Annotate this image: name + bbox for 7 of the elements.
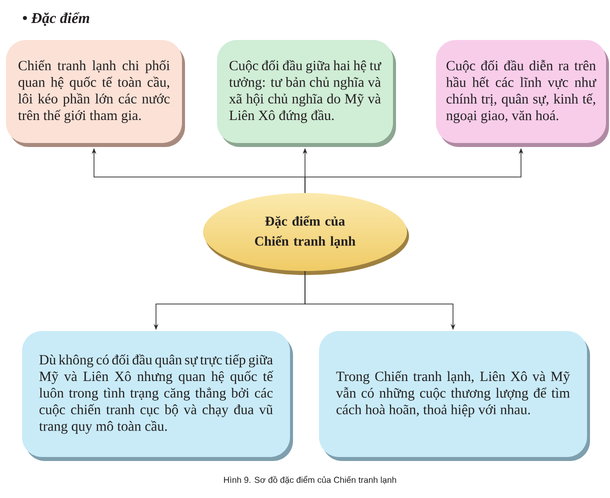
heading: • Đặc điểm [22, 12, 90, 26]
rounded-box: Trong Chiến tranh lạnh, Liên Xô và Mỹ vẫn có những cuộc thương lượng để tìm cách hoà hoãn, thoả hiệp với nhau. [319, 331, 590, 461]
rounded-box: Cuộc đối đầu diễn ra trên hầu hết các lĩnh vực như chính trị, quân sự, kinh tế, ngoại giao, văn hoá. [436, 40, 609, 147]
rounded-box: Dù không có đối đầu quân sự trực tiếp giữa Mỹ và Liên Xô nhưng quan hệ quốc tế luôn trong tình trạng căng thẳng bởi các cuộc chiến tranh cục bộ và chạy đua vũ trang quy mô toàn cầu. [22, 331, 293, 461]
caption: Hình 9. Sơ đồ đặc điểm của Chiến tranh lạnh [224, 476, 396, 484]
rounded-box: Chiến tranh lạnh chi phối quan hệ quốc tế toàn cầu, lôi kéo phần lớn các nước trên thế giới tham gia. [6, 40, 185, 147]
rounded-box: Cuộc đối đầu giữa hai hệ tư tưởng: tư bản chủ nghĩa và xã hội chủ nghĩa do Mỹ và Liên Xô đứng đầu. [217, 40, 396, 147]
